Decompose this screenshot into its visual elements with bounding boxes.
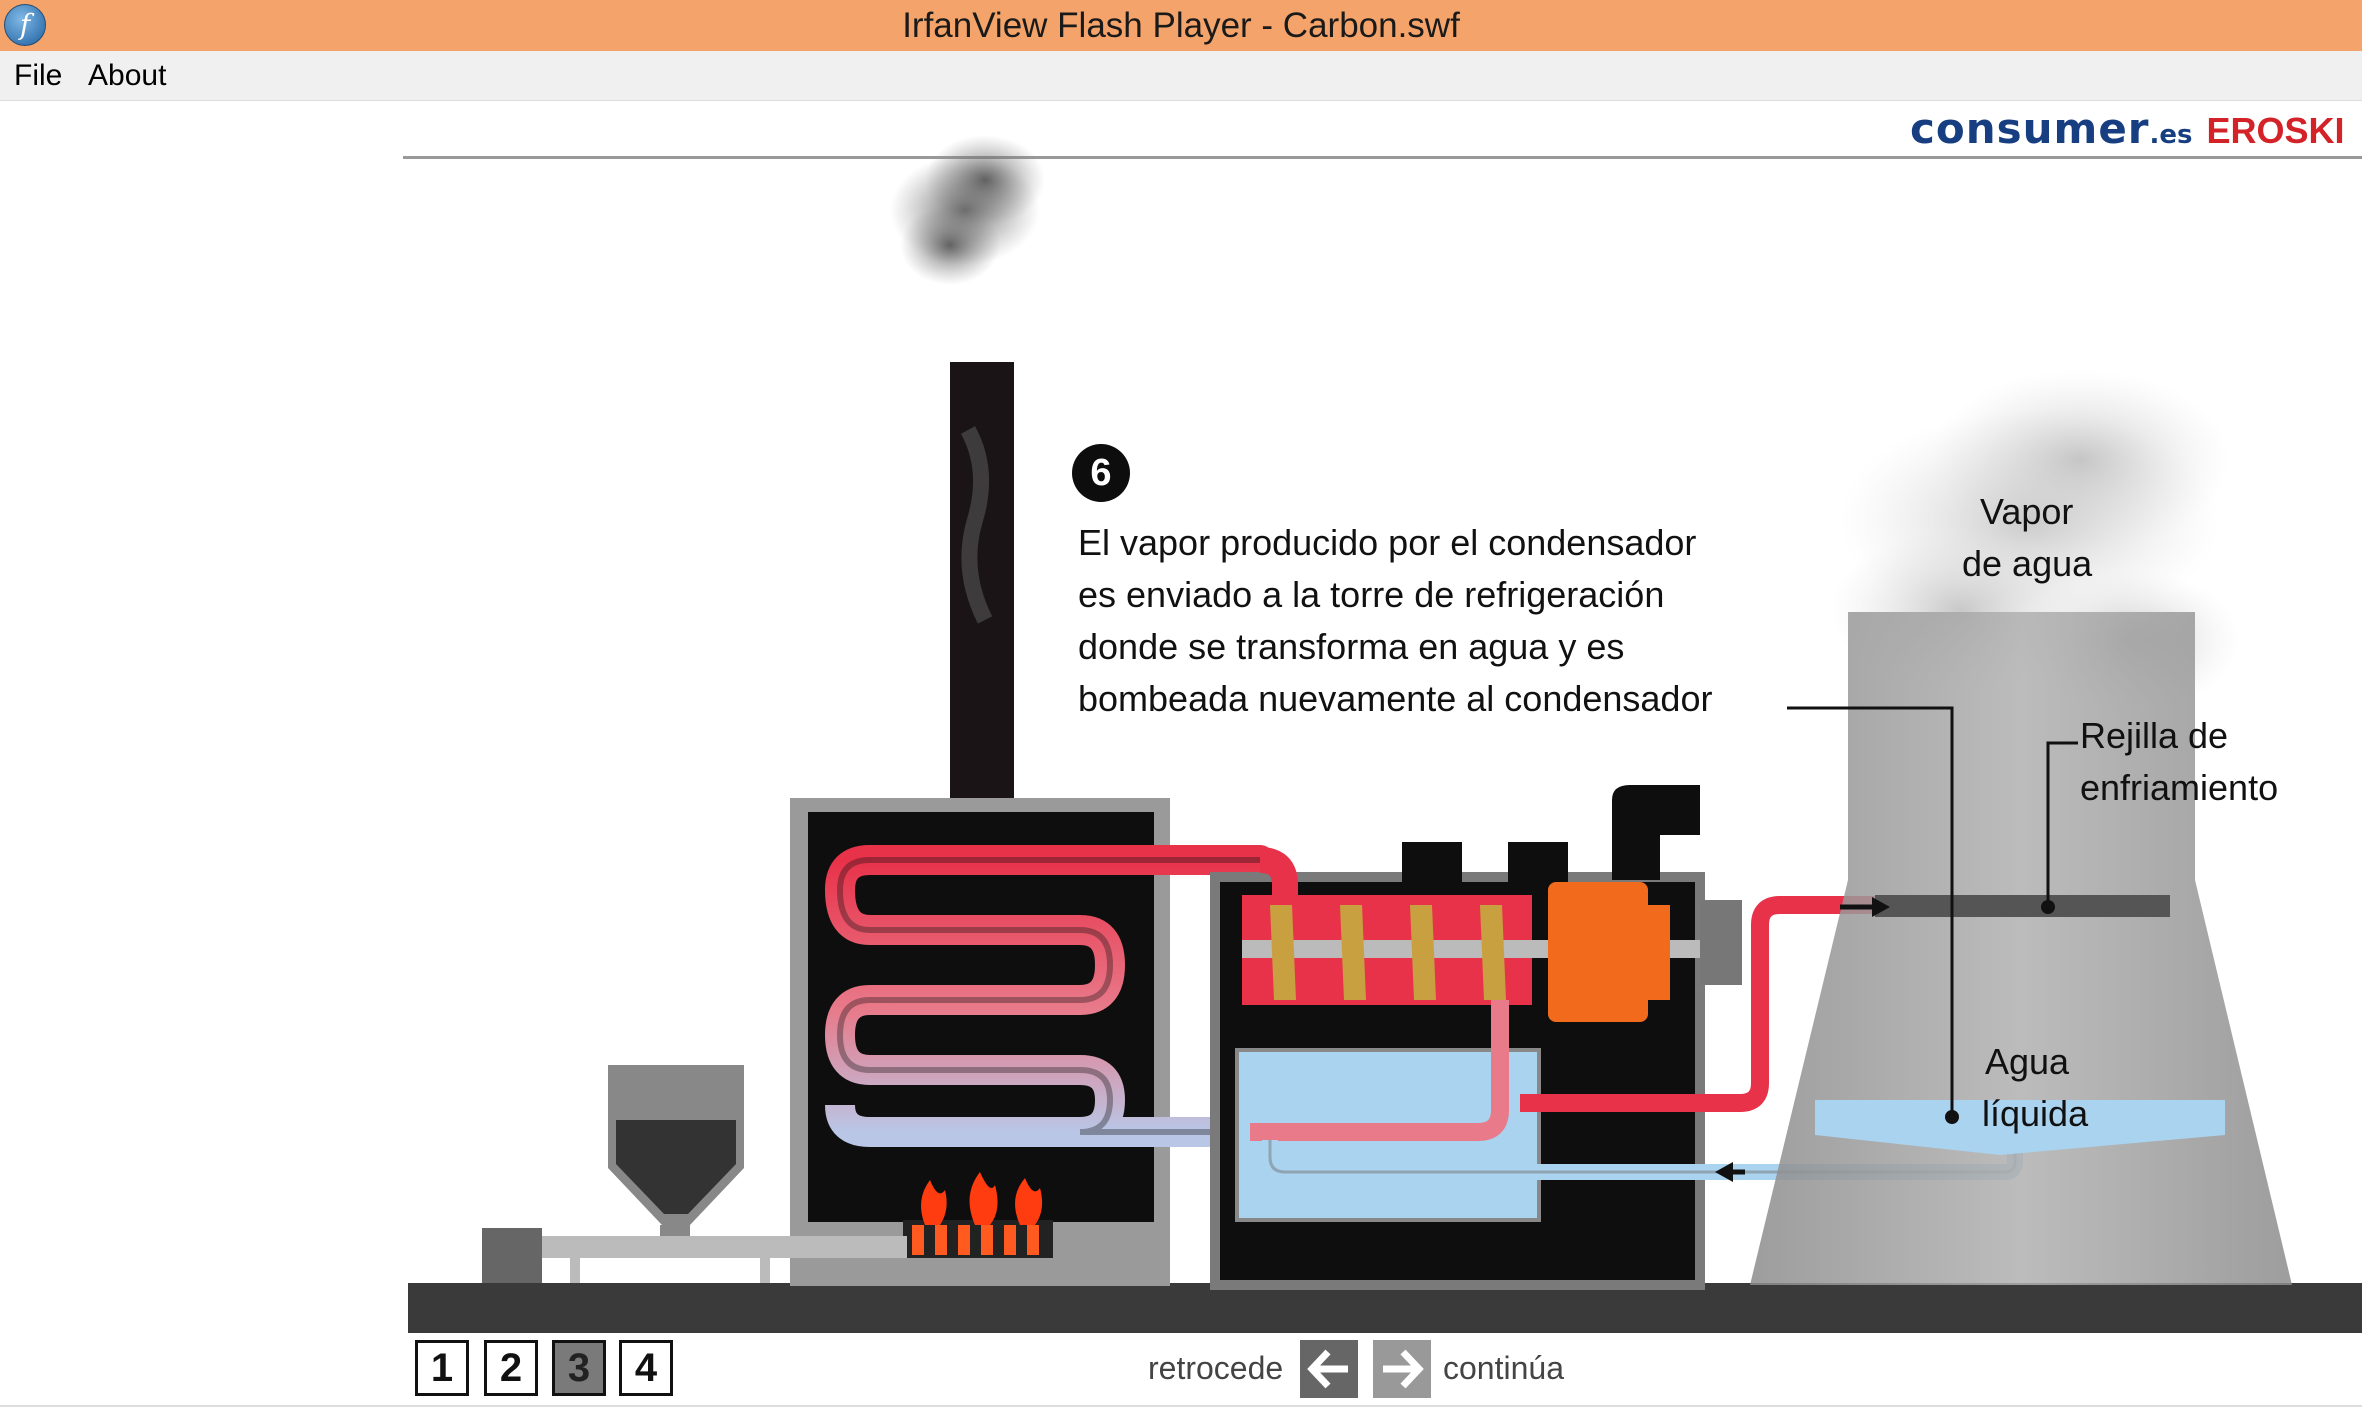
label-agua-line-2: líquida <box>1982 1093 2089 1134</box>
flash-player-icon[interactable]: f <box>4 4 46 46</box>
turbine-hall <box>1210 785 1742 1290</box>
step-number-badge: 6 <box>1072 444 1130 502</box>
window-title: IrfanView Flash Player - Carbon.swf <box>902 6 1460 45</box>
header-divider <box>403 156 2362 159</box>
step-text-line-3: donde se transforma en agua y es <box>1078 626 1625 667</box>
label-vapor-line-2: de agua <box>1962 543 2093 584</box>
step-text-line-1: El vapor producido por el condensador <box>1078 522 1697 563</box>
page-button-2[interactable]: 2 <box>484 1340 538 1396</box>
label-rejilla-line-1: Rejilla de <box>2080 715 2229 756</box>
callout-lines <box>1787 706 2078 1124</box>
step-text-line-4: bombeada nuevamente al condensador <box>1078 678 1713 719</box>
title-bar: f IrfanView Flash Player - Carbon.swf <box>0 0 2362 51</box>
page-button-1[interactable]: 1 <box>415 1340 469 1396</box>
boiler <box>790 798 1515 1286</box>
brand-eroski: EROSKI <box>2206 110 2345 151</box>
label-rejilla-line-2: enfriamiento <box>2080 767 2279 808</box>
menu-about[interactable]: About <box>88 59 167 92</box>
label-agua-line-1: Agua <box>1985 1041 2070 1082</box>
label-vapor-line-1: Vapor <box>1980 491 2074 532</box>
ground <box>408 1283 2362 1333</box>
menu-file[interactable]: File <box>14 59 63 92</box>
page-button-4[interactable]: 4 <box>619 1340 673 1396</box>
furnace-flames <box>921 1172 1043 1225</box>
coal-hopper <box>482 1065 907 1283</box>
brand-logo: consumer.es EROSKI <box>1910 104 2345 154</box>
forward-label[interactable]: continúa <box>1443 1350 1564 1386</box>
menu-bar: File About <box>0 51 2362 101</box>
arrow-left-icon[interactable] <box>1300 1340 1358 1398</box>
tower-steam <box>1830 370 2240 710</box>
cooling-tower <box>1750 612 2292 1285</box>
steam-pipe <box>1259 847 1298 905</box>
back-label[interactable]: retrocede <box>1148 1350 1284 1386</box>
brand-consumer: consumer <box>1910 104 2150 153</box>
arrow-right-icon[interactable] <box>1373 1340 1431 1398</box>
bottom-divider <box>0 1405 2362 1407</box>
brand-es: .es <box>2149 120 2193 150</box>
page-button-3[interactable]: 3 <box>552 1340 606 1396</box>
chimney-smoke <box>890 135 1045 285</box>
flow-arrows <box>1715 897 1890 1182</box>
chimney <box>950 362 1014 812</box>
step-text-line-2: es enviado a la torre de refrigeración <box>1078 574 1665 615</box>
